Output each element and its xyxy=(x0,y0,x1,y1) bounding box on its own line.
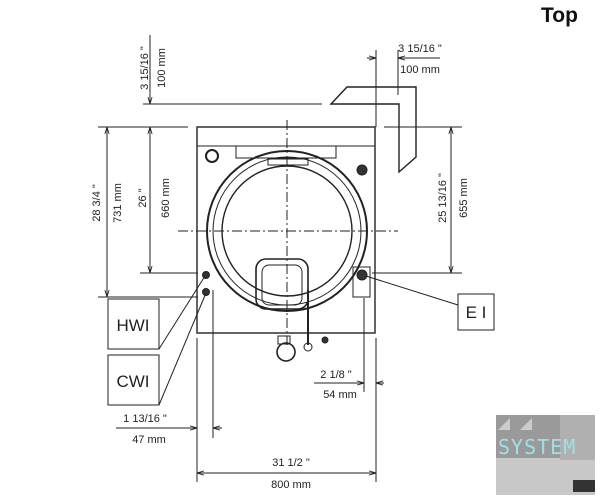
ei-depth-mm: 655 mm xyxy=(458,178,470,218)
body-depth-mm: 660 mm xyxy=(160,178,172,218)
body-depth-inch: 26 " xyxy=(137,188,149,207)
width-mm: 800 mm xyxy=(271,479,311,491)
cwi-label: CWI xyxy=(116,372,149,391)
ei-depth-inch: 25 13/16 " xyxy=(437,173,449,223)
ei-offset-inch: 2 1/8 " xyxy=(320,369,352,381)
clearance-arrow xyxy=(329,86,417,174)
top-clearance-mm: 100 mm xyxy=(156,48,168,88)
view-title: Top xyxy=(541,4,578,27)
width-inch: 31 1/2 " xyxy=(272,457,310,469)
top-clearance-inch: 3 15/16 " xyxy=(139,46,151,90)
overall-depth-mm: 731 mm xyxy=(112,183,124,223)
svg-text:SYSTEM: SYSTEM xyxy=(498,435,576,459)
ei-label: E I xyxy=(466,303,487,322)
water-offset-mm: 47 mm xyxy=(132,434,166,446)
right-clearance-inch: 3 15/16 " xyxy=(398,43,442,55)
hwi-box xyxy=(107,298,160,350)
water-offset-inch: 1 13/16 " xyxy=(123,413,167,425)
cwi-box xyxy=(107,354,160,406)
appliance-outline xyxy=(178,120,398,362)
ei-offset-mm: 54 mm xyxy=(323,389,357,401)
system-logo: SYSTEM xyxy=(496,415,595,495)
ei-box xyxy=(457,293,495,331)
right-clearance-mm: 100 mm xyxy=(400,64,440,76)
hwi-label: HWI xyxy=(116,316,149,335)
overall-depth-inch: 28 3/4 " xyxy=(91,184,103,222)
